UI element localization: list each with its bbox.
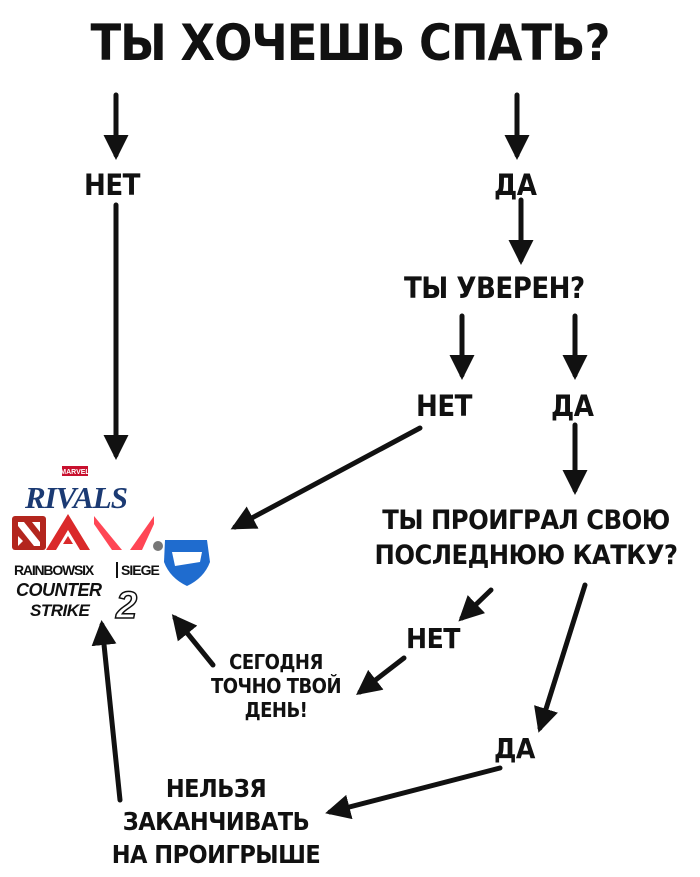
node-your-day-today: СЕГОДНЯ ТОЧНО ТВОЙ ДЕНЬ!	[196, 650, 356, 722]
node-no-3: НЕТ	[406, 622, 460, 655]
arrow-no2-to-games	[230, 425, 423, 530]
node-lost-last-match: ТЫ ПРОИГРАЛ СВОЮ ПОСЛЕДНЮЮ КАТКУ?	[366, 503, 686, 573]
node-never-line-1: НЕЛЬЗЯ	[165, 774, 267, 803]
strike-text: STRIKE	[30, 601, 91, 620]
apex-legends-logo	[46, 514, 90, 550]
page-title: ТЫ ХОЧЕШЬ СПАТЬ?	[90, 14, 610, 72]
rocket-league-logo	[153, 540, 210, 586]
marvel-rivals-logo: MARVEL RIVALS	[24, 466, 128, 515]
arrow-lost-to-yes	[534, 582, 588, 733]
counter-text: COUNTER	[16, 580, 102, 600]
node-no-1: НЕТ	[84, 168, 140, 202]
node-no-2: НЕТ	[416, 389, 472, 423]
rainbow-six-text: RAINBOWSIX	[14, 562, 95, 578]
node-today-line-3: ДЕНЬ!	[244, 698, 308, 722]
rivals-text: RIVALS	[24, 480, 127, 515]
games-logo-cluster: MARVEL RIVALS RAINBOWSIX SIEGE	[12, 466, 210, 626]
arrow-no3-to-today	[356, 655, 407, 696]
cs-number-2: 2	[115, 585, 137, 626]
node-yes-1: ДА	[494, 168, 537, 202]
marvel-small-text: MARVEL	[60, 469, 90, 476]
node-today-line-1: СЕГОДНЯ	[229, 650, 323, 674]
node-never-line-2: ЗАКАНЧИВАТЬ	[122, 807, 310, 836]
arrow-never-to-games	[91, 620, 123, 803]
valorant-logo	[94, 516, 154, 550]
node-are-you-sure: ТЫ УВЕРЕН?	[404, 271, 585, 305]
node-yes-3: ДА	[494, 732, 535, 765]
node-lost-line-1: ТЫ ПРОИГРАЛ СВОЮ	[382, 505, 670, 536]
node-cant-end-on-loss: НЕЛЬЗЯ ЗАКАНЧИВАТЬ НА ПРОИГРЫШЕ	[86, 772, 346, 871]
arrow-today-to-games	[171, 614, 216, 668]
node-today-line-2: ТОЧНО ТВОЙ	[210, 674, 342, 698]
node-yes-2: ДА	[551, 389, 594, 423]
dota-2-logo	[12, 516, 46, 550]
node-never-line-3: НА ПРОИГРЫШЕ	[111, 840, 321, 869]
rainbow-six-siege-logo: RAINBOWSIX SIEGE	[14, 562, 160, 578]
counter-strike-2-logo: COUNTER STRIKE 2	[16, 580, 138, 626]
node-lost-line-2: ПОСЛЕДНЮЮ КАТКУ?	[374, 540, 678, 571]
arrow-lost-to-no	[458, 587, 494, 622]
siege-text: SIEGE	[121, 562, 159, 578]
arrow-yes3-to-never	[325, 765, 503, 820]
